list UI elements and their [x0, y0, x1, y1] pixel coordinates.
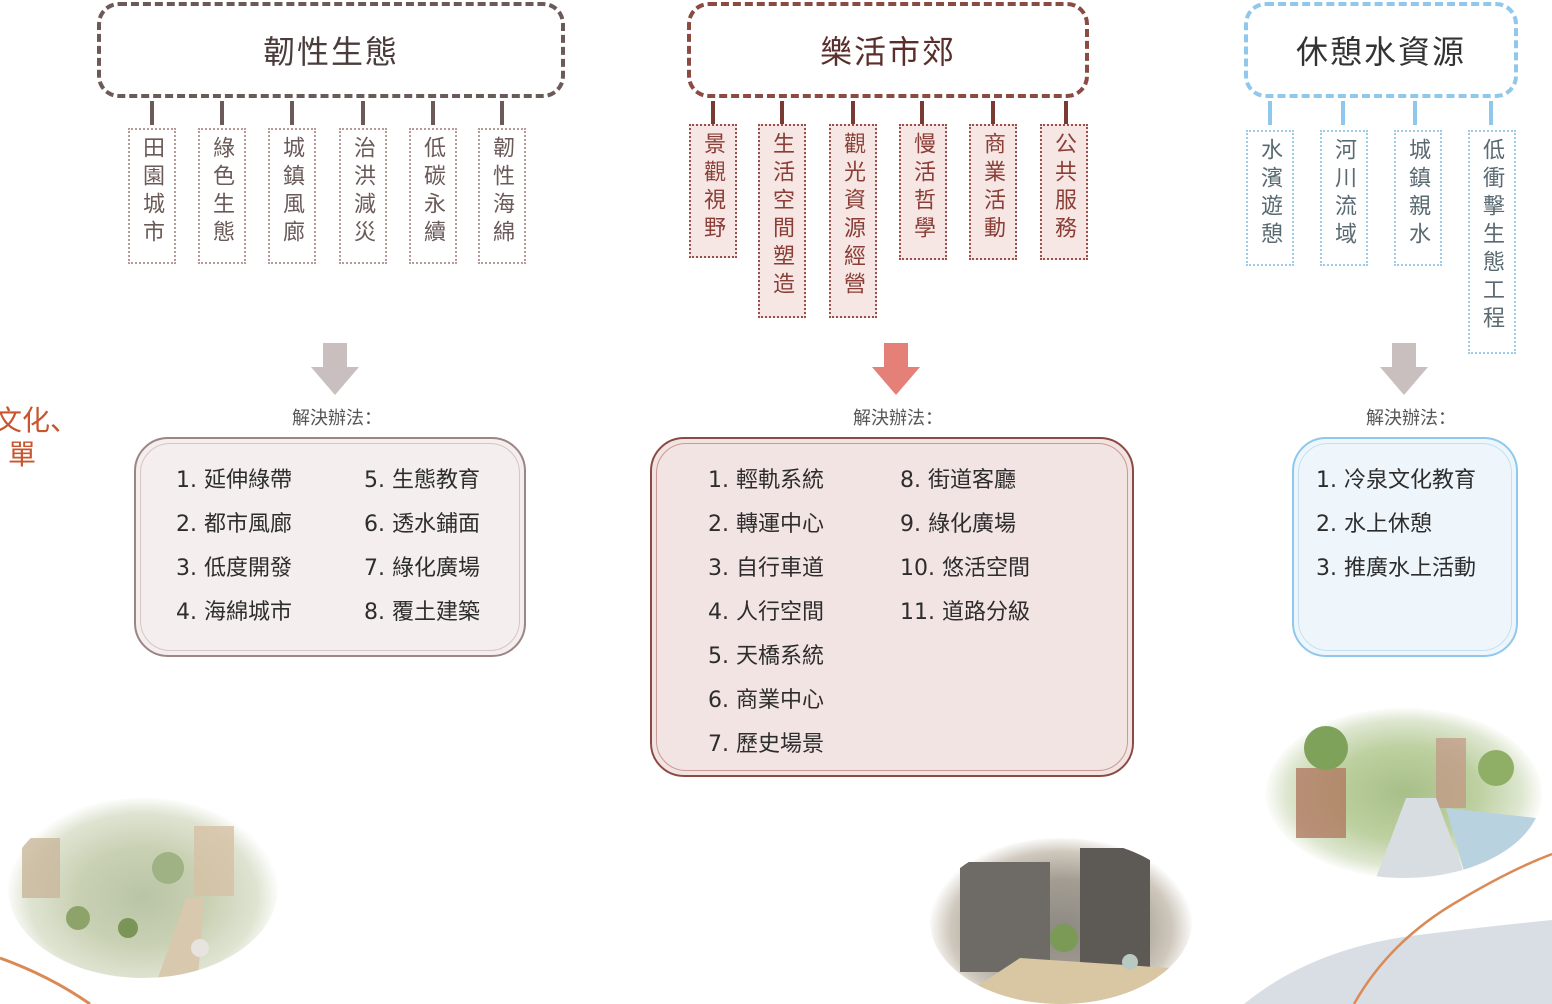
subtopic-box: 觀光資源經營	[829, 124, 877, 318]
solution-item: 6. 商業中心	[708, 688, 824, 713]
subtopic-label: 生活空間塑造	[769, 132, 794, 300]
solution-item: 5. 生態教育	[364, 468, 480, 493]
solution-item: 8. 覆土建築	[364, 600, 480, 625]
solution-label: 解決辦法：	[853, 408, 943, 429]
subtopic-box: 河川流域	[1320, 130, 1368, 266]
connector	[220, 101, 224, 125]
subtopic-label: 商業活動	[980, 132, 1005, 244]
down-arrow-icon	[1380, 343, 1428, 395]
connector	[361, 101, 365, 125]
subtopic-box: 景觀視野	[689, 124, 737, 258]
connector	[1268, 101, 1272, 125]
subtopic-label: 低碳永續	[420, 136, 445, 248]
left-edge-text: 文化、 單	[0, 404, 78, 472]
connector	[780, 101, 784, 125]
solution-item: 1. 延伸綠帶	[176, 468, 292, 493]
connector	[150, 101, 154, 125]
connector	[290, 101, 294, 125]
subtopic-label: 慢活哲學	[910, 132, 935, 244]
decorative-wave	[1244, 852, 1552, 1004]
category-leisure-suburb: 樂活市郊	[687, 2, 1089, 98]
category-title: 韌性生態	[262, 33, 399, 71]
subtopic-box: 綠色生態	[198, 128, 246, 264]
category-leisure-water: 休憩水資源	[1244, 2, 1518, 98]
connector	[1413, 101, 1417, 125]
park-illustration	[8, 798, 278, 978]
subtopic-box: 水濱遊憩	[1246, 130, 1294, 266]
waterfront-illustration	[1266, 708, 1542, 878]
solution-box	[650, 437, 1134, 777]
solution-item: 3. 低度開發	[176, 556, 292, 581]
solution-item: 2. 轉運中心	[708, 512, 824, 537]
connector	[711, 101, 715, 125]
connector	[1341, 101, 1345, 125]
solution-item: 4. 海綿城市	[176, 600, 292, 625]
subtopic-label: 公共服務	[1051, 132, 1076, 244]
subtopic-box: 生活空間塑造	[758, 124, 806, 318]
connector	[920, 101, 924, 125]
category-resilient-ecology: 韌性生態	[97, 2, 565, 98]
connector	[431, 101, 435, 125]
subtopic-box: 低碳永續	[409, 128, 457, 264]
subtopic-label: 田園城市	[139, 136, 164, 248]
subtopic-box: 田園城市	[128, 128, 176, 264]
subtopic-box: 慢活哲學	[899, 124, 947, 260]
subtopic-box: 商業活動	[969, 124, 1017, 260]
solution-item: 1. 冷泉文化教育	[1316, 468, 1476, 493]
solution-item: 7. 綠化廣場	[364, 556, 480, 581]
solution-item: 1. 輕軌系統	[708, 468, 824, 493]
solution-item: 9. 綠化廣場	[900, 512, 1016, 537]
subtopic-label: 河川流域	[1331, 138, 1356, 250]
solution-label: 解決辦法：	[1366, 408, 1456, 429]
subtopic-label: 韌性海綿	[489, 136, 514, 248]
subtopic-label: 觀光資源經營	[840, 132, 865, 300]
down-arrow-icon	[311, 343, 359, 395]
down-arrow-icon	[872, 343, 920, 395]
subtopic-box: 城鎮親水	[1394, 130, 1442, 266]
connector	[851, 101, 855, 125]
solution-label: 解決辦法：	[292, 408, 382, 429]
subtopic-box: 韌性海綿	[478, 128, 526, 264]
subtopic-label: 景觀視野	[700, 132, 725, 244]
connector	[1064, 101, 1068, 125]
solution-item: 4. 人行空間	[708, 600, 824, 625]
solution-box	[134, 437, 526, 657]
solution-item: 3. 自行車道	[708, 556, 824, 581]
subtopic-label: 治洪減災	[350, 136, 375, 248]
solution-item: 11. 道路分級	[900, 600, 1030, 625]
subtopic-label: 綠色生態	[209, 136, 234, 248]
solution-item: 6. 透水鋪面	[364, 512, 480, 537]
decorative-curve	[0, 956, 91, 1004]
solution-item: 8. 街道客廳	[900, 468, 1016, 493]
subtopic-label: 低衝擊生態工程	[1479, 138, 1504, 334]
left-edge-line1: 文化、	[0, 404, 79, 437]
subtopic-box: 低衝擊生態工程	[1468, 130, 1516, 354]
subtopic-box: 城鎮風廊	[268, 128, 316, 264]
solution-box	[1292, 437, 1518, 657]
category-title: 樂活市郊	[819, 33, 956, 71]
subtopic-box: 公共服務	[1040, 124, 1088, 260]
solution-item: 10. 悠活空間	[900, 556, 1030, 581]
solution-item: 2. 水上休憩	[1316, 512, 1432, 537]
solution-item: 2. 都市風廊	[176, 512, 292, 537]
category-title: 休憩水資源	[1295, 33, 1466, 71]
subtopic-box: 治洪減災	[339, 128, 387, 264]
solution-item: 3. 推廣水上活動	[1316, 556, 1476, 581]
subtopic-label: 水濱遊憩	[1257, 138, 1282, 250]
solution-item: 5. 天橋系統	[708, 644, 824, 669]
connector	[500, 101, 504, 125]
connector	[991, 101, 995, 125]
solution-item: 7. 歷史場景	[708, 732, 824, 757]
housing-illustration	[930, 838, 1192, 1004]
connector	[1489, 101, 1493, 125]
left-edge-line2: 單	[8, 438, 37, 471]
subtopic-label: 城鎮親水	[1405, 138, 1430, 250]
subtopic-label: 城鎮風廊	[279, 136, 304, 248]
